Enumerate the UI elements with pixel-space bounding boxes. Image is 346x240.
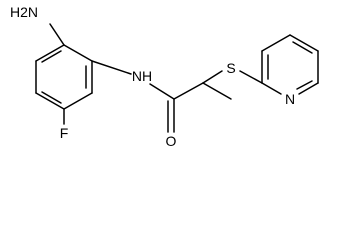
bond-ring-c3-c4 — [63, 92, 93, 110]
bond-c-nh — [91, 60, 132, 75]
benzene-ring — [35, 44, 93, 110]
bond-pyr-inner-3 — [296, 80, 313, 90]
sulfur-label: S — [226, 60, 235, 76]
bond-s-pyridine — [239, 70, 263, 84]
bond-pyr-c4-c5 — [289, 34, 319, 52]
bond-carbonyl-alpha — [173, 82, 204, 100]
chemical-structure-diagram: H2N F NH O S N — [10, 4, 319, 149]
bond-pyr-inner-2 — [292, 41, 313, 54]
bond-pyr-n-c2 — [261, 82, 282, 95]
bond-pyr-c6-n — [298, 82, 319, 95]
bond-ring-c1-c2 — [63, 44, 93, 62]
amine-label: H2N — [10, 4, 38, 20]
bond-ring-c4-c5 — [35, 92, 65, 110]
bond-ring-c6-c1 — [35, 44, 65, 62]
bond-ring-inner-3 — [41, 50, 62, 63]
bond-nh-carbonyl — [149, 83, 175, 100]
pyridine-nitrogen-label: N — [285, 91, 295, 107]
amide-nitrogen-label: NH — [132, 68, 152, 84]
bond-c-nh2 — [49, 23, 65, 46]
bond-ring-inner-2 — [41, 91, 62, 104]
bond-alpha-methyl — [202, 82, 232, 100]
bond-pyr-c3-c4 — [261, 34, 291, 52]
carbonyl-oxygen-label: O — [166, 133, 177, 149]
pyridine-ring — [261, 34, 319, 95]
fluorine-label: F — [60, 125, 69, 141]
bond-alpha-s — [202, 70, 223, 84]
